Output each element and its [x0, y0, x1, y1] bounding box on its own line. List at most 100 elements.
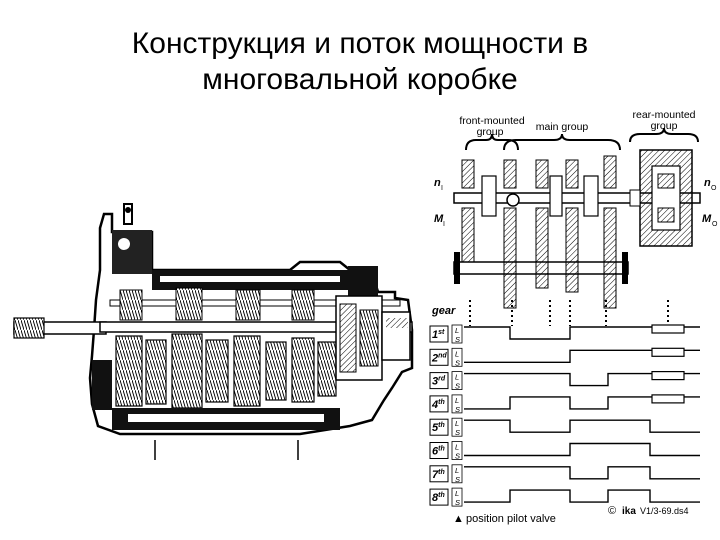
row-l-label: L — [455, 443, 459, 452]
rear-range-indicator — [651, 394, 685, 404]
drawing-code: V1/3-69.ds4 — [640, 506, 689, 516]
row-s-label: S — [455, 452, 460, 461]
row-l-label: L — [455, 419, 459, 428]
row-l-label: L — [455, 373, 459, 382]
output-speed-subscript: O — [711, 185, 717, 192]
top-cover — [112, 230, 152, 274]
gear-number-box — [429, 488, 449, 506]
gear-number: 8th — [432, 492, 445, 504]
row-s-label: S — [455, 405, 460, 414]
row-s-label: S — [455, 358, 460, 367]
front-group-label: front-mounted — [459, 115, 525, 127]
gear-wheel — [291, 337, 315, 403]
gear-row: 3rd LS — [429, 371, 700, 391]
gear-number: 5th — [432, 422, 445, 434]
rear-range-indicator — [651, 324, 685, 334]
schematic-gears — [454, 155, 628, 309]
gear-column-header: gear — [431, 305, 456, 317]
pilot-valve-triangle-icon: ▲ — [453, 513, 464, 525]
vent-tube — [123, 203, 133, 225]
gear-wheel — [205, 339, 229, 403]
rear-top-block — [348, 266, 378, 296]
gear-number-box — [429, 348, 449, 366]
gear-row: 8th LS — [429, 487, 700, 507]
gear-number: 2nd — [431, 352, 447, 364]
row-s-label: S — [455, 498, 460, 507]
rear-group-label-2: group — [651, 120, 678, 132]
gear-suffix: th — [438, 422, 445, 429]
gear-suffix: th — [438, 469, 445, 476]
gear-row: 4th LS — [429, 394, 700, 414]
upper-gear — [235, 289, 261, 321]
gear-wheel — [233, 335, 261, 407]
gear-number-box — [429, 325, 449, 343]
slide-title: Конструкция и поток мощности в многоваль… — [0, 26, 720, 98]
ls-box — [451, 464, 463, 484]
shift-signal-line — [464, 466, 700, 480]
power-flow-schematic: front-mounted group main group rear-moun… — [434, 109, 718, 309]
output-torque-label: M — [702, 213, 712, 225]
row-s-label: S — [455, 382, 460, 391]
input-speed-subscript: I — [441, 185, 443, 192]
ls-box — [451, 324, 463, 344]
sump-channel — [128, 414, 324, 422]
gear-row: 7th LS — [429, 464, 700, 484]
gear-number-box — [429, 442, 449, 459]
output-torque-subscript: O — [712, 221, 718, 228]
row-s-label: S — [455, 335, 460, 344]
gear-row: 6th LS — [429, 441, 700, 461]
front-wall — [92, 360, 112, 410]
upper-gear — [175, 287, 203, 321]
row-l-label: L — [455, 489, 459, 498]
gear-suffix: th — [438, 399, 445, 406]
front-group-brace — [465, 133, 519, 151]
valve-guide-lines — [469, 300, 669, 326]
row-s-label: S — [455, 428, 460, 437]
main-group-label: main group — [536, 121, 589, 133]
gear-wheel — [115, 335, 143, 407]
upper-gear — [291, 289, 315, 321]
gear-suffix: st — [438, 329, 445, 336]
gear-number: 7th — [432, 469, 445, 481]
flange-detail — [386, 318, 408, 328]
gear-number: 6th — [432, 446, 445, 458]
ls-box — [451, 394, 463, 414]
row-l-label: L — [455, 349, 459, 358]
vent-cap — [125, 207, 131, 213]
gear-number: 1st — [432, 329, 445, 341]
ls-box — [451, 347, 463, 367]
shift-signal-line — [464, 442, 700, 457]
gear-suffix: th — [438, 492, 445, 499]
main-shaft-schematic — [453, 192, 701, 204]
gear-row: 2nd LS — [429, 347, 700, 367]
gear-number-box — [429, 372, 449, 390]
upper-rail — [160, 276, 340, 282]
row-s-label: S — [455, 475, 460, 484]
gear-wheel — [171, 333, 203, 409]
gear-wheel — [145, 339, 167, 405]
ring-gear — [339, 303, 357, 373]
gear-number-box — [429, 418, 449, 436]
row-l-label: L — [455, 466, 459, 475]
slide-title-line-1: Конструкция и поток мощности в — [131, 27, 589, 60]
gear-number: 4th — [431, 399, 445, 411]
gear-number-box — [429, 395, 449, 413]
upper-gear — [119, 289, 143, 321]
gear-number-box — [429, 465, 449, 483]
input-spline — [13, 317, 45, 339]
ls-box — [451, 417, 463, 437]
gear-number: 3rd — [432, 376, 446, 388]
gear-wheel — [265, 341, 287, 401]
copyright-symbol: © — [608, 505, 616, 517]
gear-suffix: th — [438, 446, 445, 453]
ls-box — [451, 441, 463, 460]
legend-label: position pilot valve — [466, 513, 556, 525]
main-group-brace — [503, 133, 621, 151]
row-l-label: L — [455, 396, 459, 405]
rear-group-label: rear-mounted — [632, 109, 695, 121]
gearbox-cross-section — [13, 203, 414, 460]
cover-bolt — [118, 238, 130, 250]
slide-title-line-2: многовальной коробке — [202, 63, 518, 96]
